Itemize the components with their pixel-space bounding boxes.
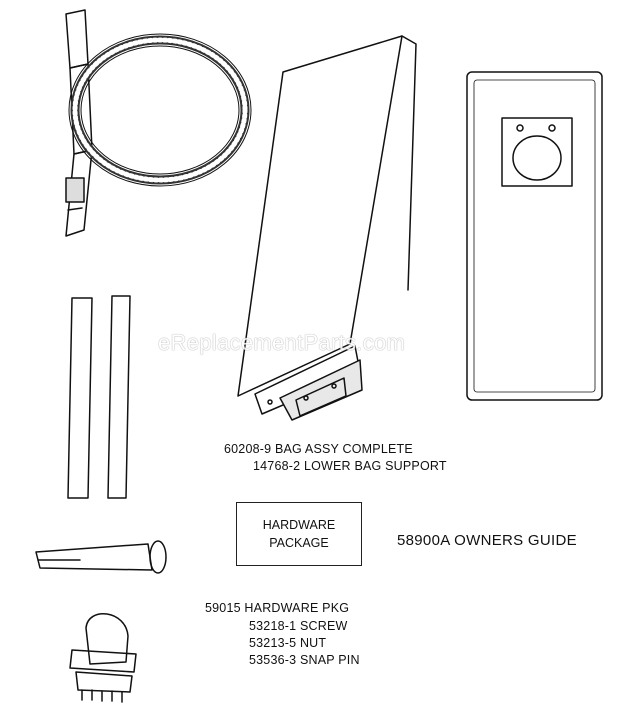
hardware-box-line2: PACKAGE: [269, 536, 329, 550]
watermark: eReplacementParts.com: [158, 330, 406, 355]
hardware-package-box: HARDWARE PACKAGE: [236, 502, 362, 566]
hardware-pkg-label: 59015 HARDWARE PKG: [205, 601, 350, 615]
hardware-box-line1: HARDWARE: [262, 518, 336, 532]
brush-nozzle-drawing: [69, 613, 137, 703]
bag-assembly-drawing: [237, 35, 417, 421]
extension-tubes-drawing: [67, 295, 131, 499]
hose-assembly-drawing: [65, 9, 252, 237]
screw-label: 53218-1 SCREW: [249, 619, 348, 633]
crevice-tool-drawing: [35, 540, 167, 574]
owners-guide-label: 58900A OWNERS GUIDE: [397, 532, 577, 549]
snap-pin-label: 53536-3 SNAP PIN: [249, 653, 360, 667]
bag-assy-label: 60208-9 BAG ASSY COMPLETE: [224, 442, 413, 456]
nut-label: 53213-5 NUT: [249, 636, 327, 650]
lower-bag-support-label: 14768-2 LOWER BAG SUPPORT: [253, 459, 447, 473]
cloth-bag-drawing: [466, 71, 603, 401]
